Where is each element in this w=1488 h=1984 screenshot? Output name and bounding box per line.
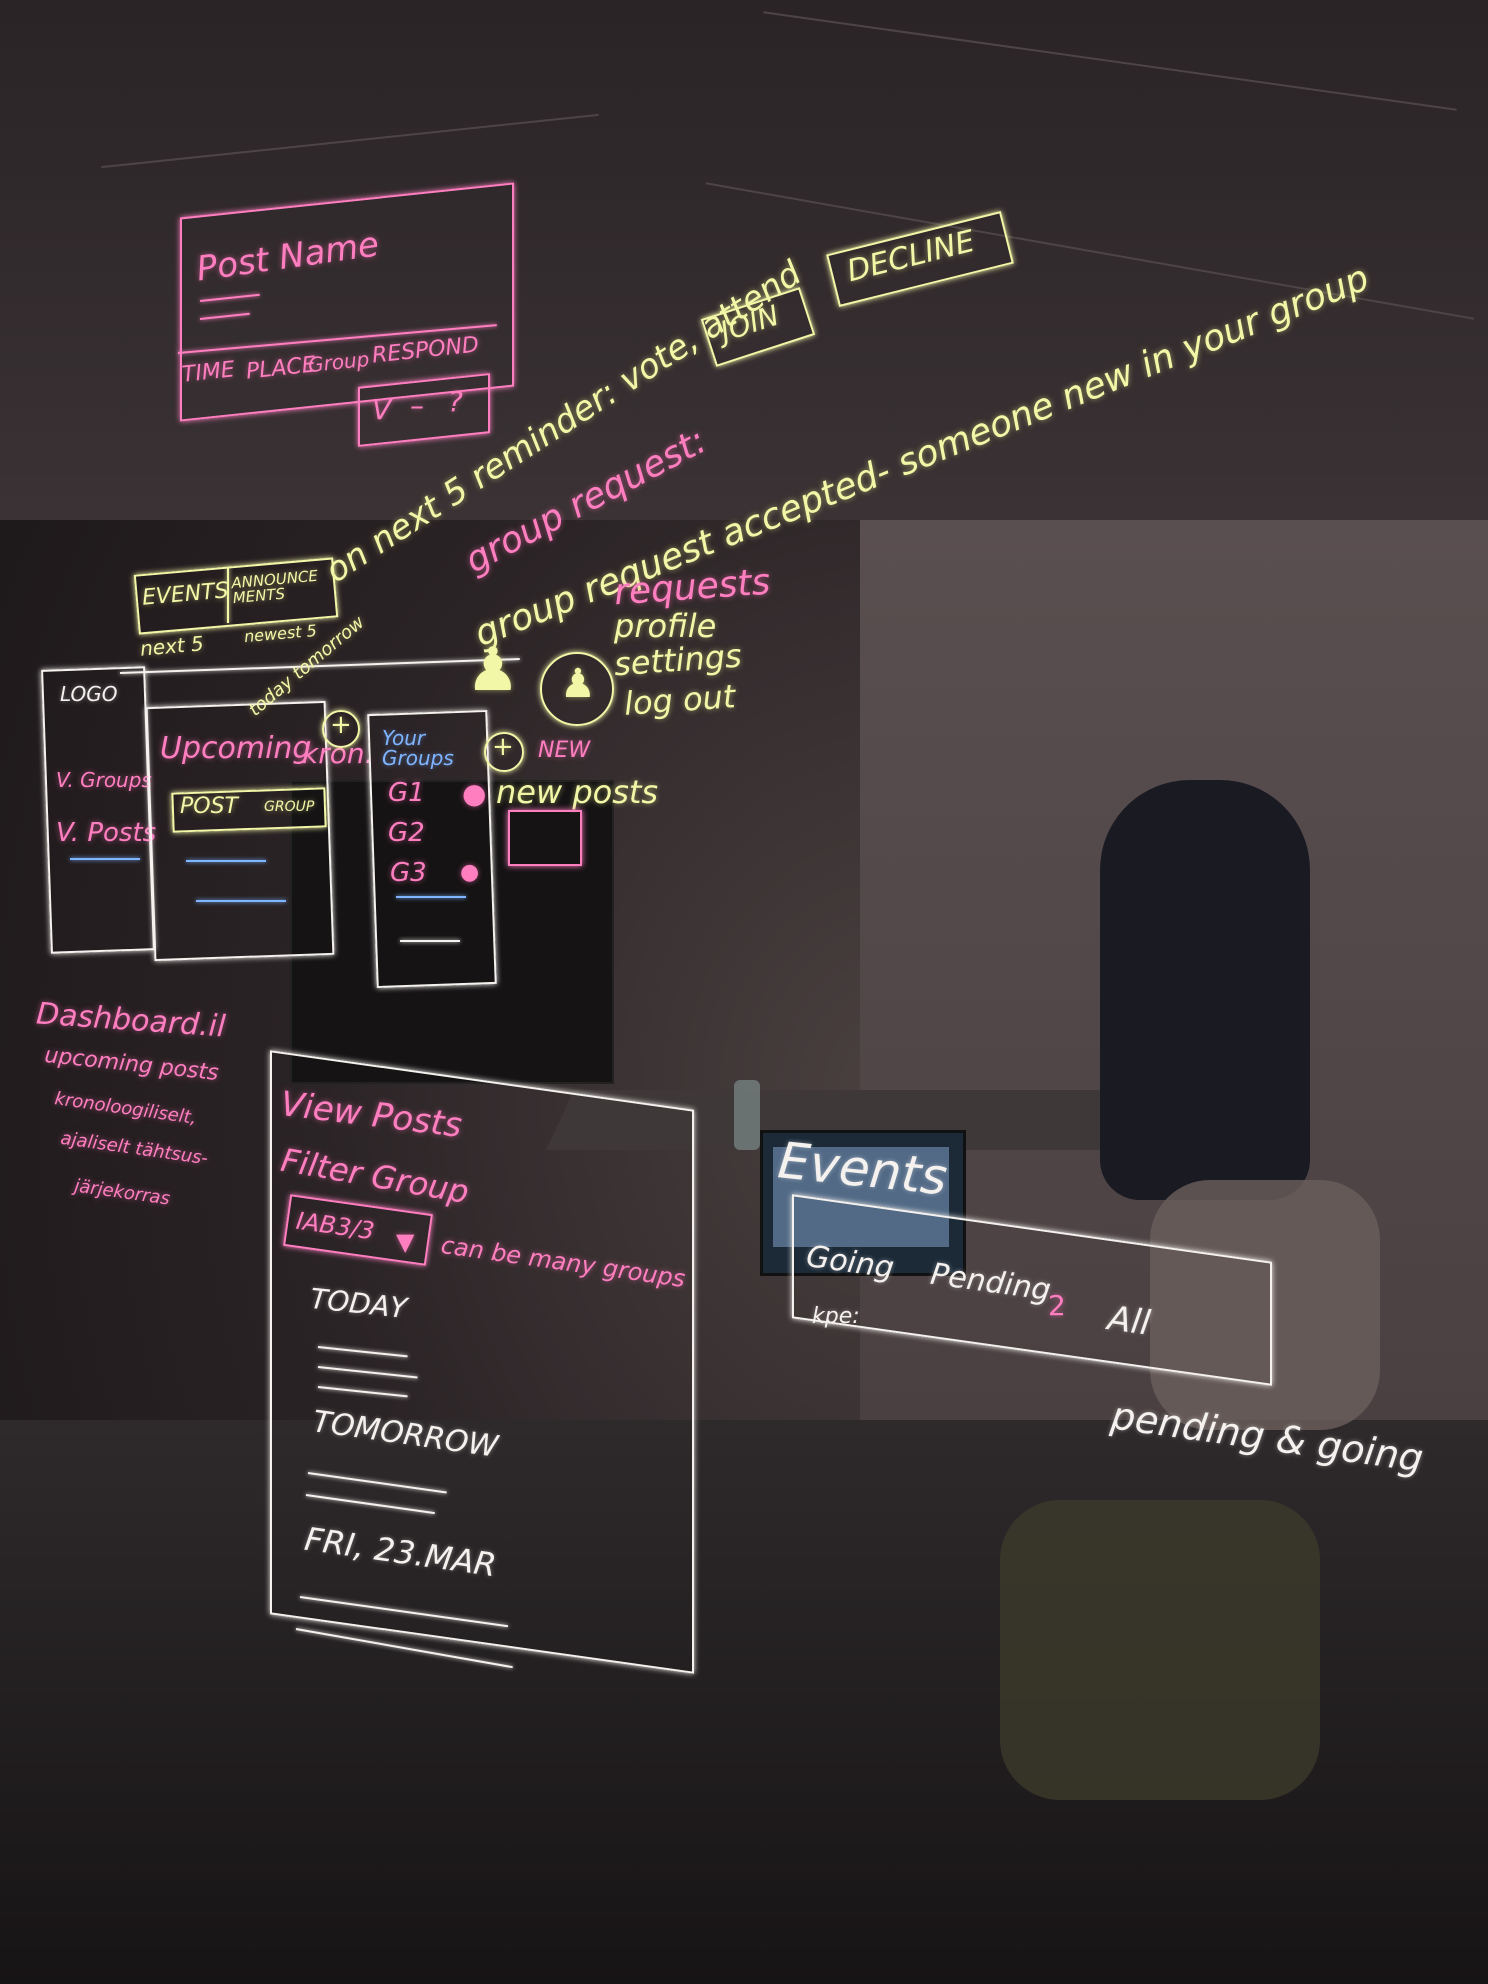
sidebar	[41, 666, 155, 954]
notification-bell-icon[interactable]: ♟	[466, 635, 520, 705]
post-col-group: Group	[306, 346, 371, 378]
laptop-screen	[773, 1147, 949, 1247]
person-silhouette	[1100, 780, 1310, 1200]
chevron-down-icon: ▼	[396, 1228, 415, 1256]
announcements-sub: newest 5	[243, 620, 318, 647]
sidebar-item-groups[interactable]: V. Groups	[56, 768, 152, 792]
toggle-post[interactable]: POST	[180, 794, 238, 819]
new-posts-note: new posts	[496, 773, 659, 811]
upcoming-item-line	[186, 860, 266, 862]
person-silhouette	[1150, 1180, 1380, 1430]
sidebar-item-posts[interactable]: V. Posts	[56, 818, 157, 848]
pending-count-badge: 2	[1048, 1289, 1066, 1322]
menu-requests[interactable]: requests	[612, 561, 772, 614]
group-item-line	[396, 896, 466, 898]
dashboard-note-line: järjekorras	[73, 1175, 172, 1210]
group-g2[interactable]: G2	[388, 818, 425, 848]
your-groups-title: Your Groups	[382, 726, 454, 770]
upcoming-title: Upcoming	[160, 731, 312, 766]
dashboard-note-line: upcoming posts	[43, 1042, 220, 1087]
dashboard-note-title: Dashboard.il	[35, 996, 227, 1045]
ceiling	[0, 0, 1488, 520]
avatar-person-icon: ♟	[560, 661, 596, 707]
events-sub: kpe:	[812, 1304, 860, 1329]
respond-yes[interactable]: V	[372, 393, 392, 426]
events-sub: next 5	[139, 631, 205, 661]
dashboard-note-line: kronoloogiliselt,	[53, 1088, 198, 1129]
avatar-icon[interactable]	[540, 652, 614, 726]
add-post-icon[interactable]	[322, 710, 360, 748]
add-post-plus: +	[330, 710, 352, 740]
bottle	[734, 1080, 760, 1150]
tv-screen	[290, 780, 614, 1084]
toggle-group[interactable]: GROUP	[264, 799, 315, 815]
menu-log-out[interactable]: log out	[622, 677, 737, 723]
sidebar-logo: LOGO	[60, 682, 118, 706]
add-group-plus: +	[492, 732, 514, 762]
group-item-line	[400, 940, 460, 942]
add-group-icon[interactable]	[484, 732, 524, 772]
respond-maybe[interactable]: ?	[448, 385, 463, 418]
group-g1[interactable]: G1	[388, 778, 425, 808]
upcoming-item-line	[196, 900, 286, 902]
new-post-dot-icon: ●	[460, 860, 480, 885]
post-col-time: TIME	[180, 357, 236, 388]
respond-no[interactable]: –	[410, 389, 424, 422]
menu-profile[interactable]: profile	[614, 607, 717, 645]
chair	[1000, 1500, 1320, 1800]
new-label: NEW	[538, 738, 591, 763]
group-g3[interactable]: G3	[390, 858, 427, 888]
new-post-dot-icon: ●	[462, 777, 487, 810]
menu-settings[interactable]: settings	[612, 636, 743, 684]
laptop	[760, 1130, 966, 1276]
new-posts-count-box	[508, 810, 582, 866]
sidebar-active-underline	[70, 858, 140, 860]
dashboard-note-line: ajaliselt tähtsus-	[59, 1127, 210, 1170]
events-tab-all[interactable]: All	[1105, 1298, 1153, 1344]
